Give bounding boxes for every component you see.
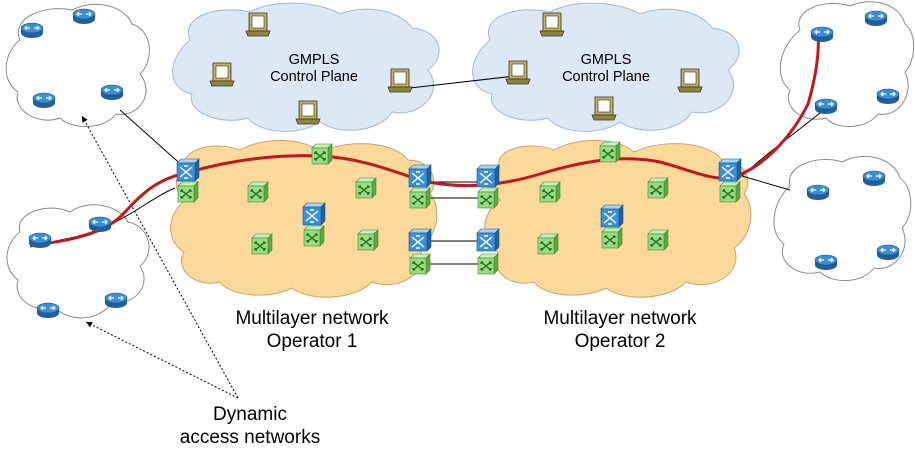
control-plane-cloud-right <box>472 2 740 132</box>
oxc-switch-icon <box>647 229 669 251</box>
oxc-switch-icon <box>303 225 325 247</box>
access-routers <box>20 8 900 319</box>
ip-switch-icon <box>302 202 326 226</box>
control-plane-label-right-line1: GMPLS <box>580 52 632 68</box>
ip-switch-icon <box>176 158 200 182</box>
oxc-switch-icon <box>311 143 333 165</box>
router-icon <box>876 88 900 105</box>
oxc-switch-icon <box>357 229 379 251</box>
oxc-switch-icon <box>409 187 431 209</box>
access-label-line2: access networks <box>179 426 321 448</box>
control-plane-label-right: GMPLS Control Plane <box>546 52 666 87</box>
access-arrows <box>81 115 239 399</box>
ip-switch-icon <box>476 228 500 252</box>
oxc-switch-icon <box>599 141 621 163</box>
computer-icon <box>295 100 321 125</box>
oxc-switch-icon <box>537 233 559 255</box>
access-label-line1: Dynamic <box>213 404 287 425</box>
ip-switch-icon <box>718 158 742 182</box>
oxc-switch-icon <box>251 233 273 255</box>
oxc-switch-icon <box>247 181 269 203</box>
computer-icon <box>387 68 413 93</box>
ip-switch-icon <box>408 164 432 188</box>
ip-switch-icon <box>408 228 432 252</box>
access-cloud-bottom-right <box>773 155 912 282</box>
router-icon <box>72 8 96 25</box>
computer-icon <box>677 68 703 93</box>
computer-icon <box>245 12 271 37</box>
operator-1-label-line1: Multilayer network <box>235 308 389 329</box>
link-lines <box>59 75 827 265</box>
control-plane-cloud-left <box>172 2 440 132</box>
oxc-switch-icon <box>601 227 623 249</box>
oxc-switch-icon <box>719 181 741 203</box>
computer-icon <box>539 12 565 37</box>
router-icon <box>28 232 52 249</box>
end-to-end-lsp-path <box>29 29 820 248</box>
router-icon <box>814 254 838 271</box>
computer-icon <box>209 62 235 87</box>
router-icon <box>876 244 900 261</box>
router-icon <box>100 84 124 101</box>
control-plane-label-left-line1: GMPLS <box>288 52 340 68</box>
operator-2-label: Multilayer network Operator 2 <box>520 308 720 354</box>
oxc-switch-icon <box>539 181 561 203</box>
ip-switch-icon <box>600 204 624 228</box>
access-cloud-bottom-left <box>6 204 150 319</box>
control-plane-label-left-line2: Control Plane <box>270 69 358 86</box>
computer-icon <box>591 96 617 121</box>
computer-icon <box>505 60 531 85</box>
router-icon <box>20 22 44 39</box>
router-icon <box>810 26 834 43</box>
control-plane-label-left: GMPLS Control Plane <box>254 52 374 87</box>
router-icon <box>806 184 830 201</box>
operator-1-label: Multilayer network Operator 1 <box>212 308 412 354</box>
operator-2-label-line2: Operator 2 <box>574 330 666 352</box>
router-icon <box>814 98 838 115</box>
ip-switch-icon <box>476 164 500 188</box>
router-icon <box>862 170 886 187</box>
oxc-switch-icon <box>177 181 199 203</box>
router-icon <box>104 292 128 309</box>
oxc-switch-icon <box>409 253 431 275</box>
router-icon <box>88 216 112 233</box>
oxc-switch-icon <box>355 177 377 199</box>
dynamic-access-networks-label: Dynamic access networks <box>150 404 350 450</box>
router-icon <box>864 10 888 27</box>
router-icon <box>32 92 56 109</box>
router-icon <box>36 302 60 319</box>
oxc-switch-icon <box>647 177 669 199</box>
operator-1-label-line2: Operator 1 <box>266 330 358 352</box>
access-cloud-top-right <box>779 1 915 128</box>
operator-2-label-line1: Multilayer network <box>543 308 697 329</box>
oxc-switch-icon <box>477 187 499 209</box>
control-plane-label-right-line2: Control Plane <box>562 69 650 86</box>
oxc-switch-icon <box>477 253 499 275</box>
